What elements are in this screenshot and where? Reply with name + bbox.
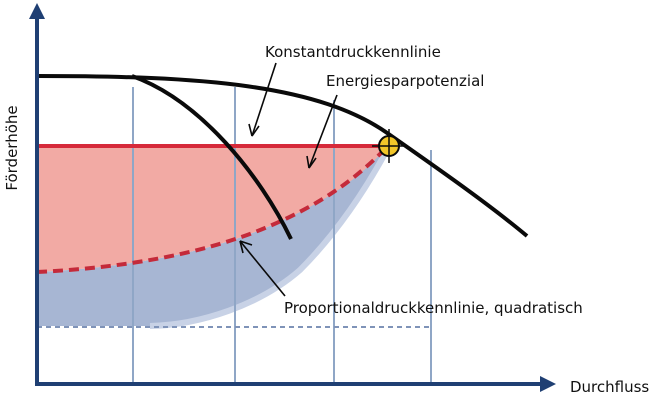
arrow-energy-saving [308, 94, 338, 169]
label-constant-pressure: Konstantdruckkennlinie [265, 43, 441, 61]
pump-curve-throttled [131, 74, 293, 240]
label-proportional: Proportionaldruckkennlinie, quadratisch [284, 299, 583, 317]
pump-curve-main [36, 74, 529, 238]
proportional-band-edge [149, 148, 390, 329]
arrow-proportional [239, 240, 286, 297]
annotation-arrows [239, 62, 338, 297]
label-energy-saving: Energiesparpotenzial [326, 72, 484, 90]
grid-lines [132, 87, 432, 384]
y-axis-arrow-icon [29, 3, 45, 19]
x-axis-arrow-icon [540, 376, 556, 392]
arrowhead-energy-saving [306, 155, 317, 169]
arrowhead-constant-pressure [248, 123, 260, 137]
operating-point-icon [372, 129, 406, 163]
y-axis-label: Förderhöhe [3, 105, 21, 190]
proportional-region [37, 147, 387, 326]
arrowhead-proportional [239, 240, 253, 254]
arrow-constant-pressure [251, 62, 277, 137]
proportional-curve-dashed [36, 145, 389, 274]
axes [29, 3, 556, 392]
x-axis-label: Durchfluss [570, 378, 649, 396]
energy-saving-region [37, 146, 387, 272]
